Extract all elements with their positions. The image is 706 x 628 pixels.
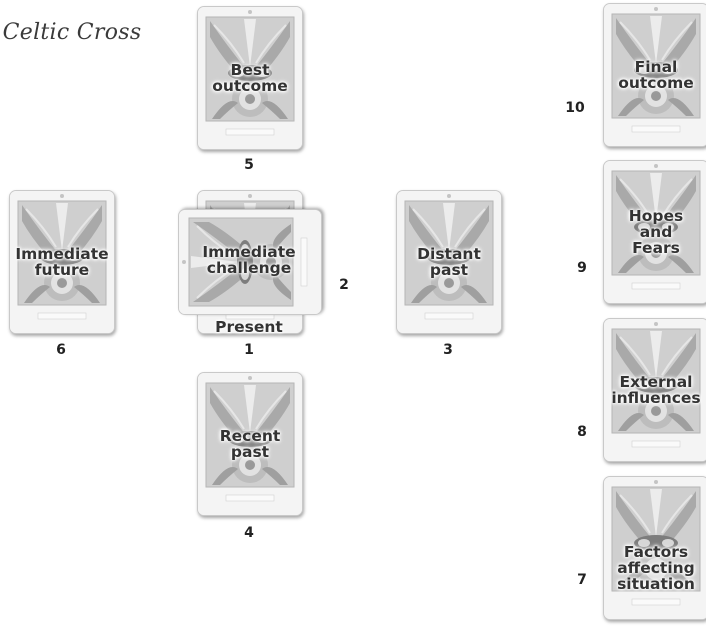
card-label: Immediate challenge [202,243,296,277]
card-hopes-and-fears[interactable]: Hopes and Fears [603,160,706,304]
card-label: Final outcome [618,58,694,92]
card-best-outcome[interactable]: Best outcome [197,6,303,150]
position-number: 8 [577,424,587,440]
card-distant-past[interactable]: Distant past [396,190,502,334]
position-number: 10 [565,100,585,116]
position-number: 4 [244,525,254,541]
card-label: Factors affecting situation [617,542,695,593]
card-external-influences[interactable]: External influences [603,318,706,462]
position-number: 5 [244,157,254,173]
card-label: Best outcome [212,61,288,95]
card-label: Hopes and Fears [628,207,684,257]
card-label: Present [215,318,283,336]
position-number: 9 [577,260,587,276]
card-label: External influences [611,373,701,407]
card-final-outcome[interactable]: Final outcome [603,3,706,147]
card-immediate-future[interactable]: Immediate future [9,190,115,334]
position-number: 1 [244,342,254,358]
card-label: Recent past [219,427,281,461]
position-number: 7 [577,572,587,588]
card-recent-past[interactable]: Recent past [197,372,303,516]
spread-title: e Celtic Cross [0,20,142,45]
card-label: Distant past [417,245,481,279]
position-number: 3 [443,342,453,358]
position-number: 6 [56,342,66,358]
position-number: 2 [339,277,349,293]
card-factors-affecting-situation[interactable]: Factors affecting situation [603,476,706,620]
card-label: Immediate future [15,245,109,279]
